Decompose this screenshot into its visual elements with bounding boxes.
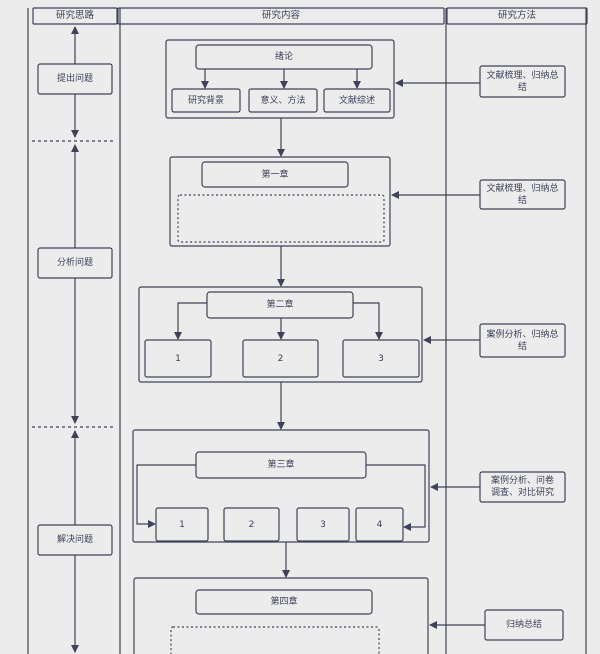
phase-raise-label: 提出问题: [56, 74, 93, 84]
header-middle-box: [117, 7, 445, 25]
intro-item-box-1: [171, 88, 241, 113]
intro-item-box-3: [323, 88, 391, 113]
chapter3-group: [132, 429, 430, 543]
chapter3-item-box-2: [223, 507, 280, 542]
chapter3-item-3: 3: [320, 519, 326, 530]
header-research-method: 研究方法: [497, 10, 536, 21]
header-research-approach: 研究思路: [55, 10, 94, 21]
chapter4-title-box: [195, 589, 373, 615]
chapter2-title: 第二章: [266, 300, 294, 310]
method-label-5: 归纳总结: [505, 620, 542, 630]
chapter2-item-box-2: [242, 339, 319, 378]
chapter2-arrow-1: [174, 302, 207, 340]
intro-group: [165, 39, 395, 119]
method-box-1: [479, 65, 566, 98]
chapter2-item-box-3: [342, 339, 420, 378]
intro-item-3: 文献综述: [338, 95, 375, 106]
chapter3-arrow-right: [366, 464, 426, 531]
chapter2-item-3: 3: [378, 353, 384, 364]
method-label-1: 文献梳理、归纳总 结: [486, 70, 559, 93]
chapter1-title: 第一章: [261, 169, 289, 180]
header-research-content: 研究内容: [261, 10, 300, 21]
chapter3-item-4: 4: [376, 519, 383, 530]
intro-title: 绪论: [274, 52, 293, 62]
chapter2-title-box: [206, 291, 354, 319]
header-left-box: [32, 7, 118, 25]
header-right-box: [446, 7, 588, 25]
method-label-4: 案例分析、问卷 调查、对比研究: [490, 476, 554, 498]
chapter2-item-2: 2: [277, 353, 284, 364]
chapter4-title: 第四章: [270, 597, 298, 607]
method-label-2: 文献梳理、归纳总 结: [486, 183, 559, 206]
intro-item-1: 研究背景: [187, 95, 224, 106]
chapter1-content-box: [177, 194, 385, 243]
chapter2-item-1: 1: [175, 353, 181, 364]
phase-solve-label: 解决问题: [56, 535, 93, 545]
chapter3-item-1: 1: [179, 519, 185, 530]
method-label-3: 案例分析、归纳总 结: [486, 329, 559, 352]
chapter1-group: [169, 156, 391, 247]
chapter4-content-box: [170, 626, 380, 654]
chapter3-arrow-left: [136, 464, 196, 528]
chapter3-item-2: 2: [248, 519, 255, 530]
chapter3-item-box-3: [296, 507, 350, 542]
phase-analyze-label: 分析问题: [56, 258, 93, 268]
chapter2-item-box-1: [144, 339, 212, 378]
chapter3-title: 第三章: [267, 460, 295, 470]
chapter2-arrow-3: [353, 302, 383, 340]
chapter1-title-box: [201, 161, 349, 188]
chapter3-item-box-1: [155, 507, 209, 542]
intro-item-2: 意义、方法: [260, 95, 306, 106]
chapter4-group: [133, 577, 429, 654]
intro-item-box-2: [248, 88, 318, 113]
